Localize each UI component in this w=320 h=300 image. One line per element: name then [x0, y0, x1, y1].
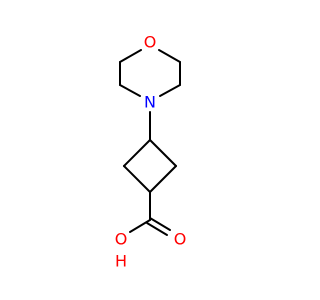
bond-carbonyl-upper [149, 217, 171, 231]
bond-c4-n [159, 84, 181, 97]
molecule-canvas: O N O O H [114, 32, 187, 271]
hydroxyl-oxygen-label: O [115, 230, 128, 249]
bond-o-c3 [158, 49, 181, 63]
cyclobutane-ring [123, 139, 177, 193]
ring-oxygen-label: O [144, 33, 157, 52]
carboxylic-acid-group [129, 191, 171, 236]
molecule-structure: O N O O H [115, 33, 187, 271]
bond-cb3-cb4 [149, 165, 177, 193]
bond-cb4-cb1 [149, 139, 177, 167]
morpholine-ring [119, 49, 181, 97]
bond-carboxyl-c-hydroxyl-o [129, 219, 151, 233]
hydroxyl-hydrogen-label: H [115, 252, 127, 271]
bond-n-c1 [119, 84, 141, 97]
ring-nitrogen-label: N [144, 93, 156, 112]
carbonyl-oxygen-label: O [174, 230, 187, 249]
bond-carbonyl-lower [146, 222, 168, 236]
bond-cb2-cb3 [123, 165, 151, 193]
bond-c2-o [119, 49, 142, 63]
bond-cb1-cb2 [123, 139, 151, 167]
